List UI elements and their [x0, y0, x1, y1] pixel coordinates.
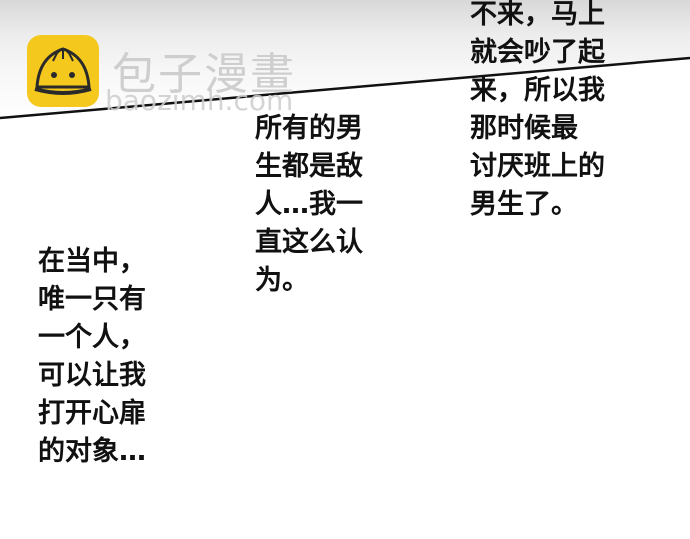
- watermark-url: baozimh.com: [105, 84, 294, 117]
- caption-middle: 所有的男 生都是敌 人…我一 直这么认 为。: [255, 113, 363, 296]
- caption-top-right: 不来，马上 就会吵了起 来，所以我 那时候最 讨厌班上的 男生了。: [470, 0, 605, 220]
- watermark-brand-name: 包子漫畫: [112, 49, 296, 100]
- caption-bottom-left: 在当中， 唯一只有 一个人， 可以让我 打开心扉 的对象…: [38, 246, 146, 467]
- baozi-logo-icon: [27, 35, 99, 107]
